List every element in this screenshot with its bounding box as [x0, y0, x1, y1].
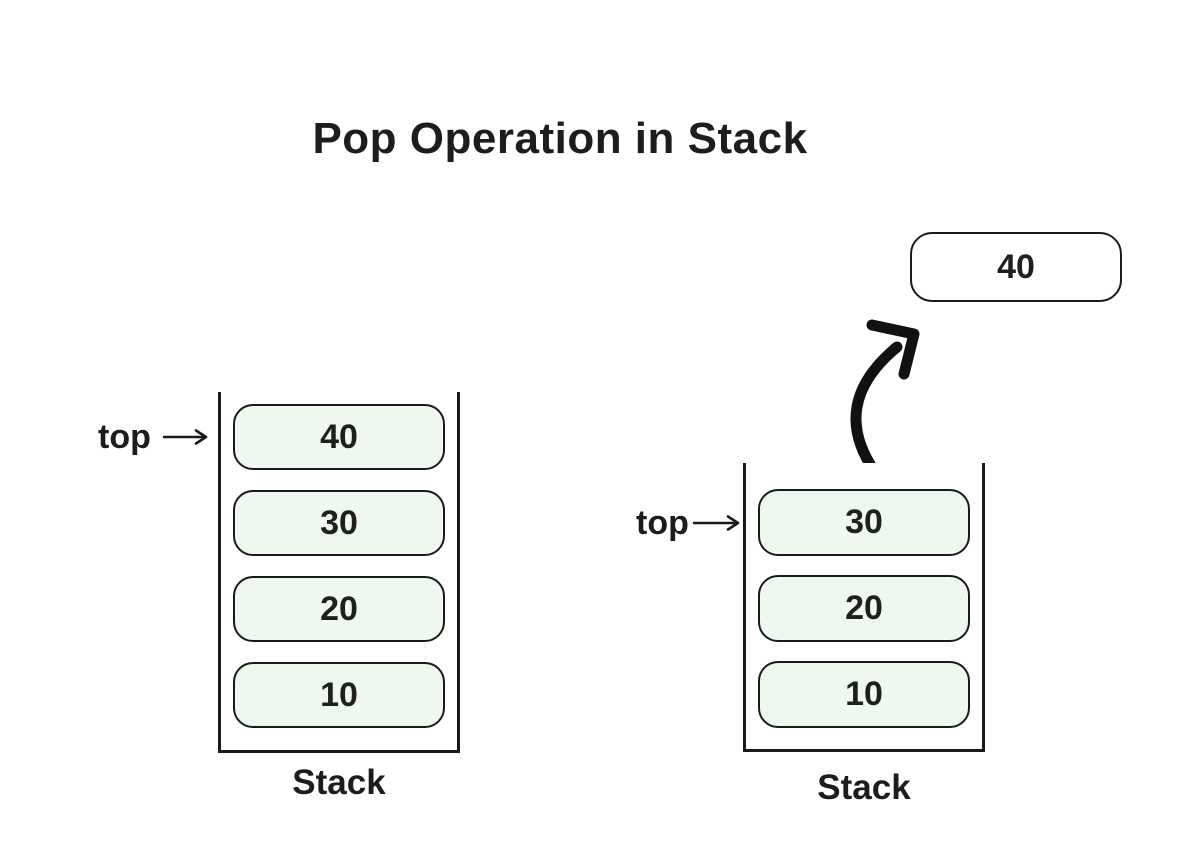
top-pointer-label: top [636, 504, 689, 542]
right-arrow-icon [692, 515, 740, 531]
stack-caption-before: Stack [292, 763, 386, 802]
top-pointer-label: top [98, 418, 151, 456]
stack-item: 30 [758, 489, 970, 556]
stack-container-before: 40 30 20 10 [218, 392, 460, 753]
top-pointer-before: top [98, 418, 209, 456]
top-pointer-after: top [636, 504, 741, 542]
stack-item-value: 20 [320, 589, 358, 628]
stack-item: 10 [758, 661, 970, 728]
stack-item: 10 [233, 662, 445, 728]
stack-item: 20 [233, 576, 445, 642]
right-arrow-icon [162, 429, 208, 445]
stack-container-after: 30 20 10 [743, 463, 985, 752]
popped-item: 40 [910, 232, 1122, 302]
stack-item: 20 [758, 575, 970, 642]
stack-item-value: 10 [320, 675, 358, 714]
stack-item: 40 [233, 404, 445, 470]
stack-item-value: 10 [845, 675, 883, 713]
stack-item-value: 20 [845, 589, 883, 627]
stack-item-value: 40 [320, 417, 358, 456]
stack-caption-after: Stack [817, 768, 911, 807]
popped-item-value: 40 [997, 247, 1035, 286]
diagram-title: Pop Operation in Stack [312, 114, 808, 163]
curved-pop-arrow-icon [850, 319, 920, 478]
stack-item-value: 30 [845, 503, 883, 541]
stack-item-value: 30 [320, 503, 358, 542]
stack-item: 30 [233, 490, 445, 556]
